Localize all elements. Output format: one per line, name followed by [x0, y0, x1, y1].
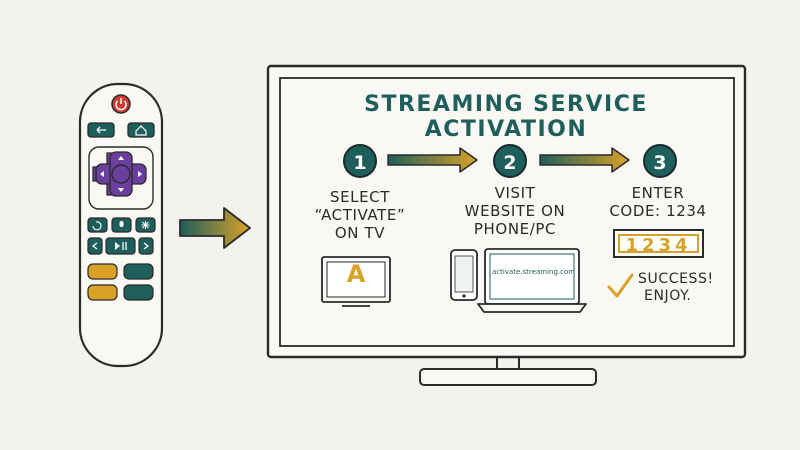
step-2-label-line-2: WEBSITE ON	[464, 202, 566, 220]
directional-pad[interactable]	[88, 146, 154, 210]
step-1-to-2-arrow	[387, 147, 478, 173]
step-3-label: ENTER CODE: 1234	[596, 184, 720, 220]
success-line-1: SUCCESS!	[638, 271, 714, 287]
small-tv-icon	[321, 256, 391, 307]
remote-control	[78, 82, 164, 368]
step-2-to-3-arrow	[539, 147, 630, 173]
step-1-label-line-2: “ACTIVATE”	[314, 206, 406, 224]
success-message: SUCCESS! ENJOY.	[638, 271, 714, 305]
success-line-2: ENJOY.	[644, 288, 692, 304]
activation-code: 1234	[618, 234, 699, 255]
checkmark-icon	[607, 273, 634, 298]
laptop-icon	[477, 248, 587, 313]
step-1-label-line-1: SELECT	[329, 188, 391, 206]
back-arrow-icon[interactable]	[87, 122, 115, 138]
diagram-title: STREAMING SERVICE ACTIVATION	[364, 92, 648, 142]
replay-icon[interactable]	[87, 217, 108, 233]
phone-icon	[450, 249, 478, 301]
fast-forward-icon[interactable]	[138, 237, 154, 255]
step-2-label-line-1: VISIT	[494, 184, 536, 202]
shortcut-button-teal-1[interactable]	[123, 263, 154, 280]
step-2-label-line-3: PHONE/PC	[473, 220, 557, 238]
shortcut-button-gold-2[interactable]	[87, 284, 118, 301]
power-icon[interactable]	[111, 94, 131, 114]
step-2-number: 2	[493, 144, 527, 178]
play-pause-icon[interactable]	[105, 237, 136, 255]
asterisk-icon[interactable]	[135, 217, 156, 233]
step-1-number: 1	[343, 144, 377, 178]
step-3-label-line-2: CODE: 1234	[609, 202, 707, 220]
tv-screen-letter: A	[346, 260, 366, 288]
step-1-label: SELECT “ACTIVATE” ON TV	[300, 188, 420, 242]
home-icon[interactable]	[127, 122, 155, 138]
remote-to-tv-arrow	[179, 207, 251, 249]
shortcut-button-gold-1[interactable]	[87, 263, 118, 280]
shortcut-button-teal-2[interactable]	[123, 284, 154, 301]
step-3-label-line-1: ENTER	[631, 184, 685, 202]
activation-url: activate.streaming.com	[492, 268, 576, 276]
step-2-label: VISIT WEBSITE ON PHONE/PC	[445, 184, 585, 238]
step-3-number: 3	[643, 144, 677, 178]
step-1-label-line-3: ON TV	[334, 224, 386, 242]
activation-code-box: 1234	[613, 229, 704, 258]
microphone-icon[interactable]	[111, 217, 132, 233]
rewind-icon[interactable]	[87, 237, 103, 255]
